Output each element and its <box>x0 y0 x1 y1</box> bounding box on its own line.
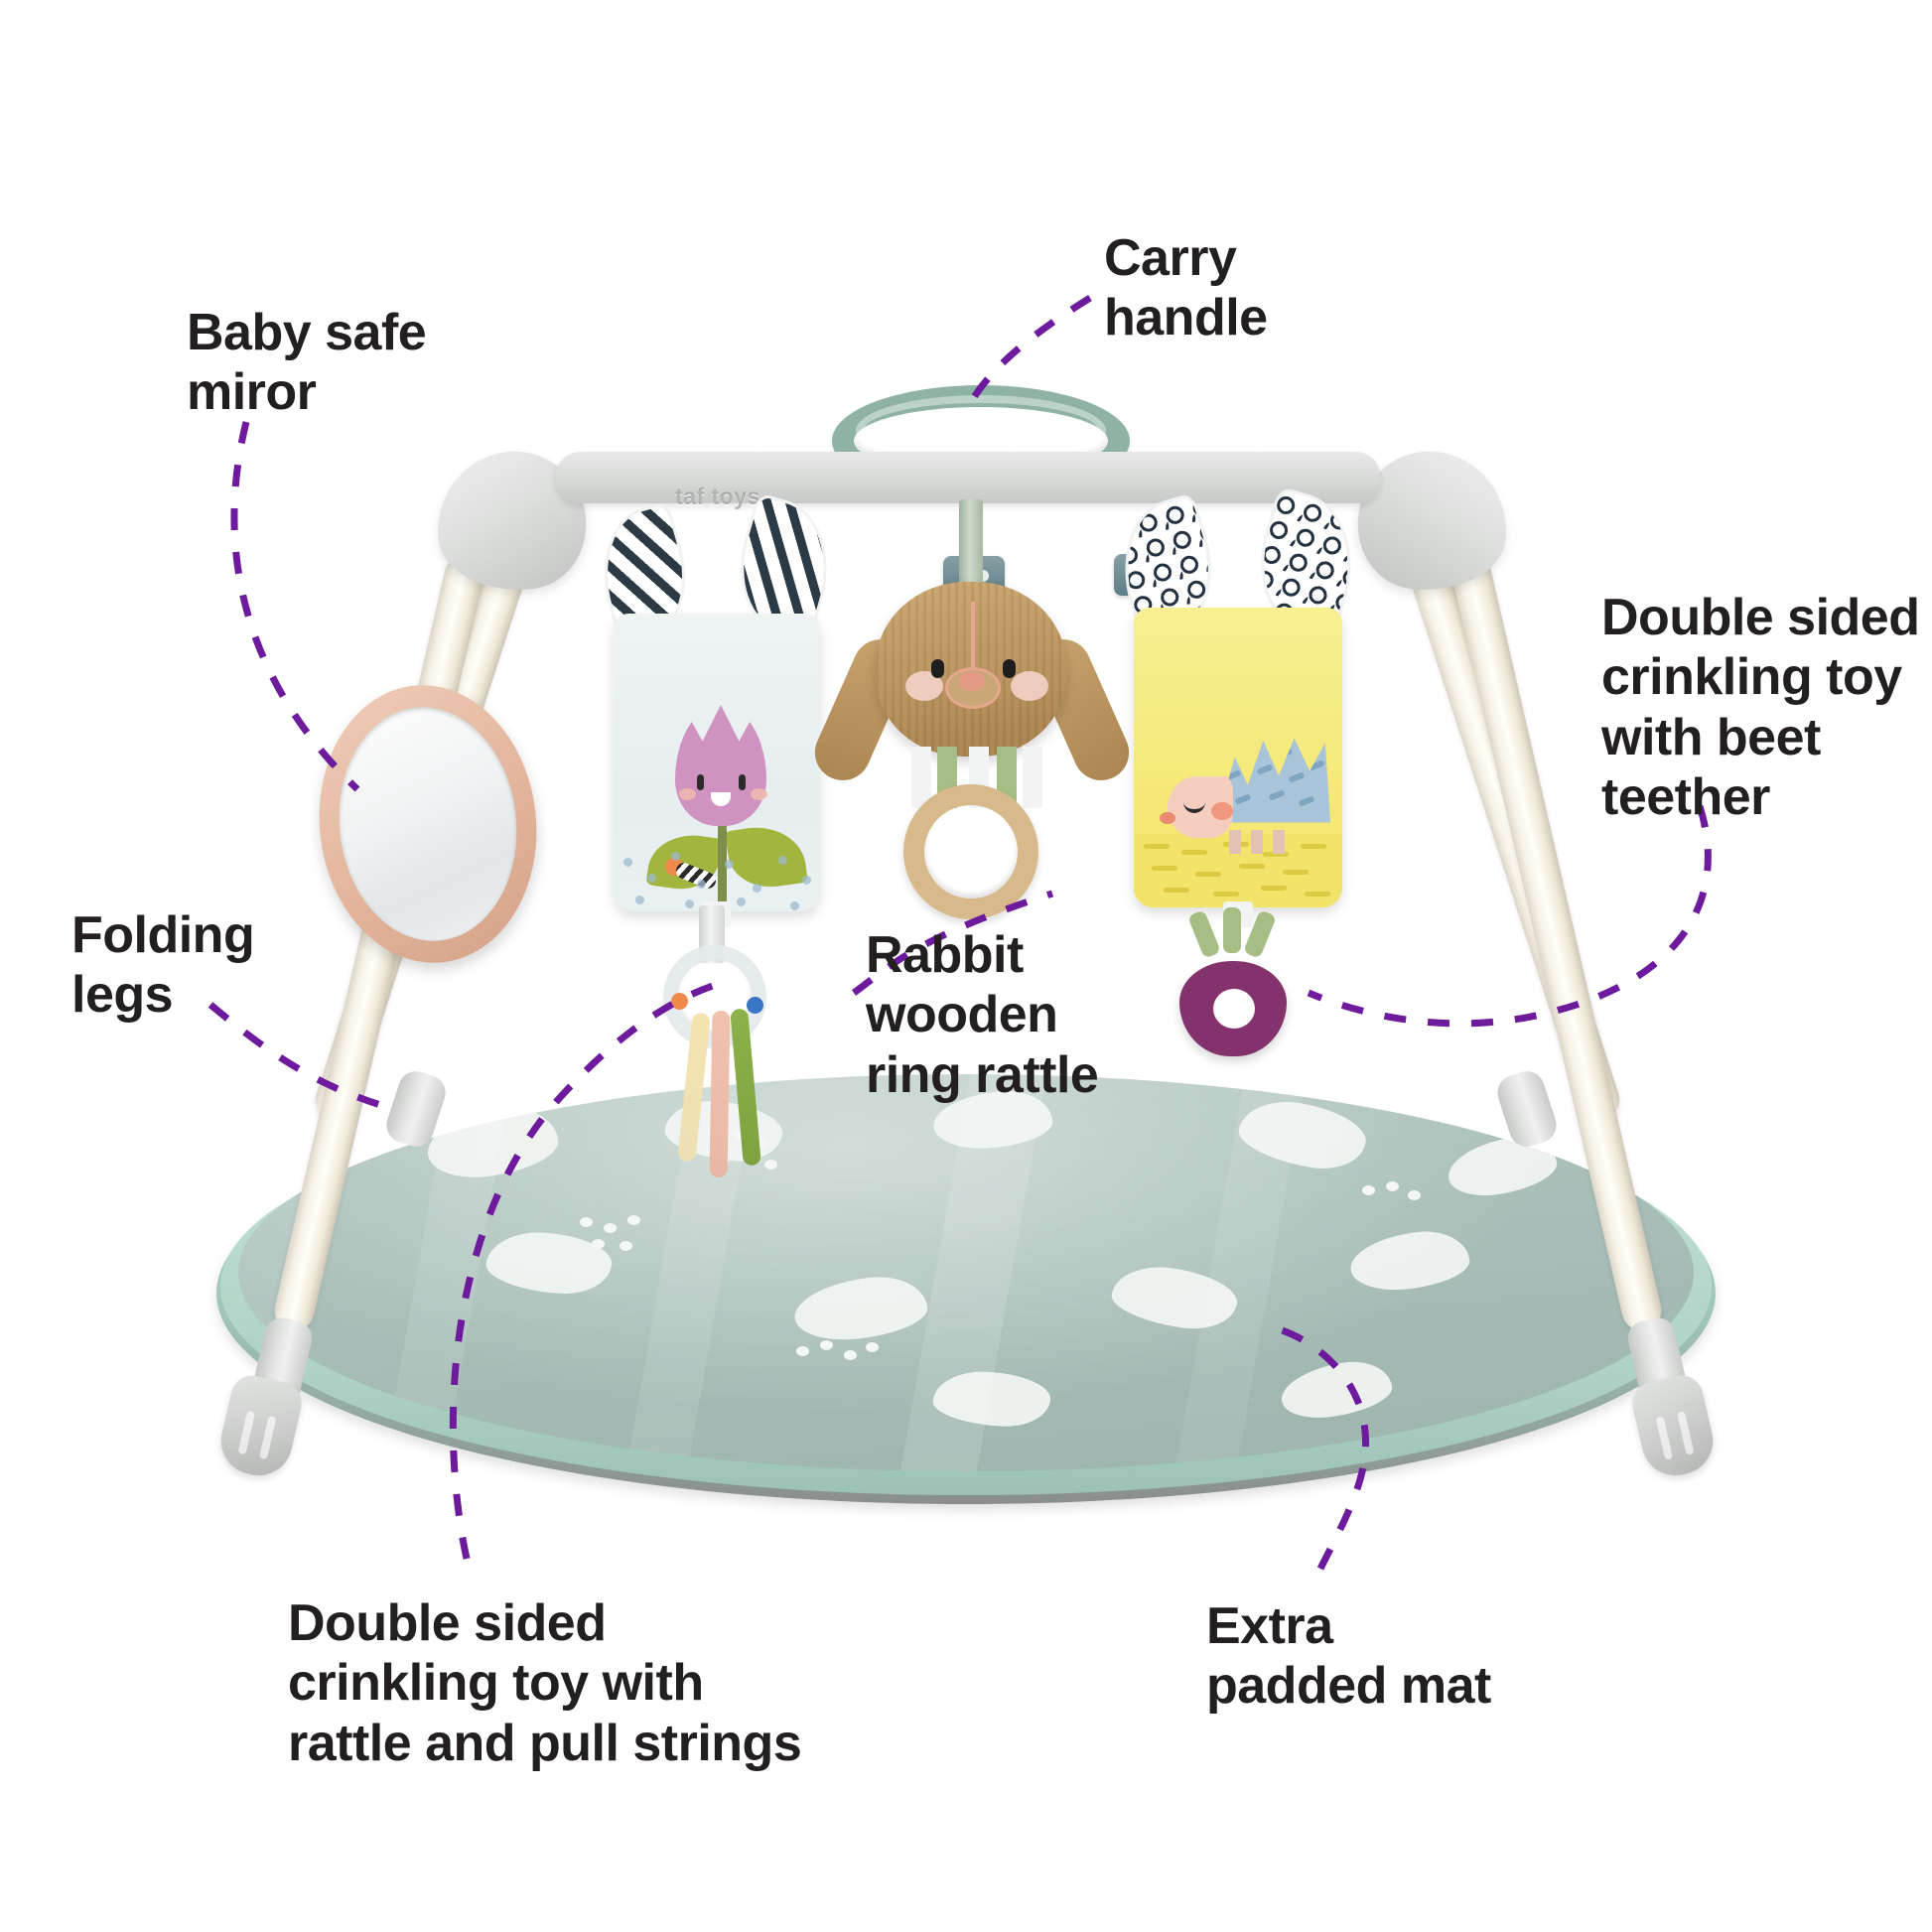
rabbit-eye <box>931 659 944 678</box>
mat-dot-cluster <box>1358 1181 1434 1221</box>
callout-double-sided-crinkling-beet: Double sided crinkling toy with beet tee… <box>1601 589 1920 826</box>
mat-dot-cluster <box>794 1340 884 1380</box>
callout-baby-safe-mirror: Baby safe miror <box>187 304 427 422</box>
tulip-cheek <box>751 788 767 800</box>
rabbit-nose <box>959 671 985 691</box>
mirror-glass <box>328 698 528 950</box>
callout-double-sided-crinkling-rattle: Double sided crinkling toy with rattle a… <box>288 1594 802 1772</box>
wooden-ring[interactable] <box>903 784 1038 919</box>
callout-carry-handle: Carry handle <box>1104 229 1268 347</box>
pull-string[interactable] <box>709 1010 731 1178</box>
beet-leaf <box>1223 907 1241 953</box>
mat-leaf-shape <box>931 1368 1052 1430</box>
padded-mat <box>238 1074 1694 1471</box>
tulip-eye <box>739 774 746 790</box>
baby-safe-mirror[interactable] <box>305 674 551 974</box>
hedgehog-eye <box>1183 798 1205 813</box>
mat-leaf-shape <box>791 1272 930 1345</box>
rattle-bead <box>747 997 763 1014</box>
beet-teether[interactable] <box>1179 961 1287 1056</box>
rabbit-hanging-strap <box>959 499 983 591</box>
beet-leaf <box>1187 909 1221 959</box>
hedgehog-nose <box>1160 812 1175 824</box>
toy-tulip-crinkling-panel[interactable] <box>614 614 820 911</box>
rattle-bead <box>671 993 688 1010</box>
callout-rabbit-wooden-ring-rattle: Rabbit wooden ring rattle <box>866 926 1099 1104</box>
mat-leaf-shape <box>1108 1260 1241 1335</box>
ribbon-tag <box>911 747 931 808</box>
mat-leaf-shape <box>1234 1093 1371 1176</box>
panel-speckle-band <box>614 840 820 911</box>
mat-dot-cluster <box>576 1215 655 1259</box>
hedgehog-cheek <box>1211 802 1233 820</box>
rabbit-cheek <box>1011 671 1048 701</box>
toy-hedgehog-crinkling-panel[interactable] <box>1134 608 1342 907</box>
tulip-eye <box>697 774 704 790</box>
mat-leaf-shape <box>1277 1355 1396 1425</box>
brand-logo: taf toys <box>675 483 760 509</box>
ribbon-tag <box>1023 747 1042 808</box>
mat-leaf-shape <box>423 1101 562 1184</box>
hedgehog-legs <box>1229 830 1293 854</box>
mat-leaf-shape <box>1347 1226 1472 1296</box>
mat-leaf-shape <box>484 1228 614 1298</box>
tulip-mouth <box>711 792 731 806</box>
callout-extra-padded-mat: Extra padded mat <box>1206 1597 1491 1716</box>
rabbit-nose-bridge <box>971 602 975 675</box>
callout-folding-legs: Folding legs <box>71 906 255 1025</box>
tulip-cheek <box>679 788 696 800</box>
rabbit-eye <box>1003 659 1016 678</box>
frame-bar <box>556 452 1380 503</box>
tulip-stem <box>718 818 727 909</box>
